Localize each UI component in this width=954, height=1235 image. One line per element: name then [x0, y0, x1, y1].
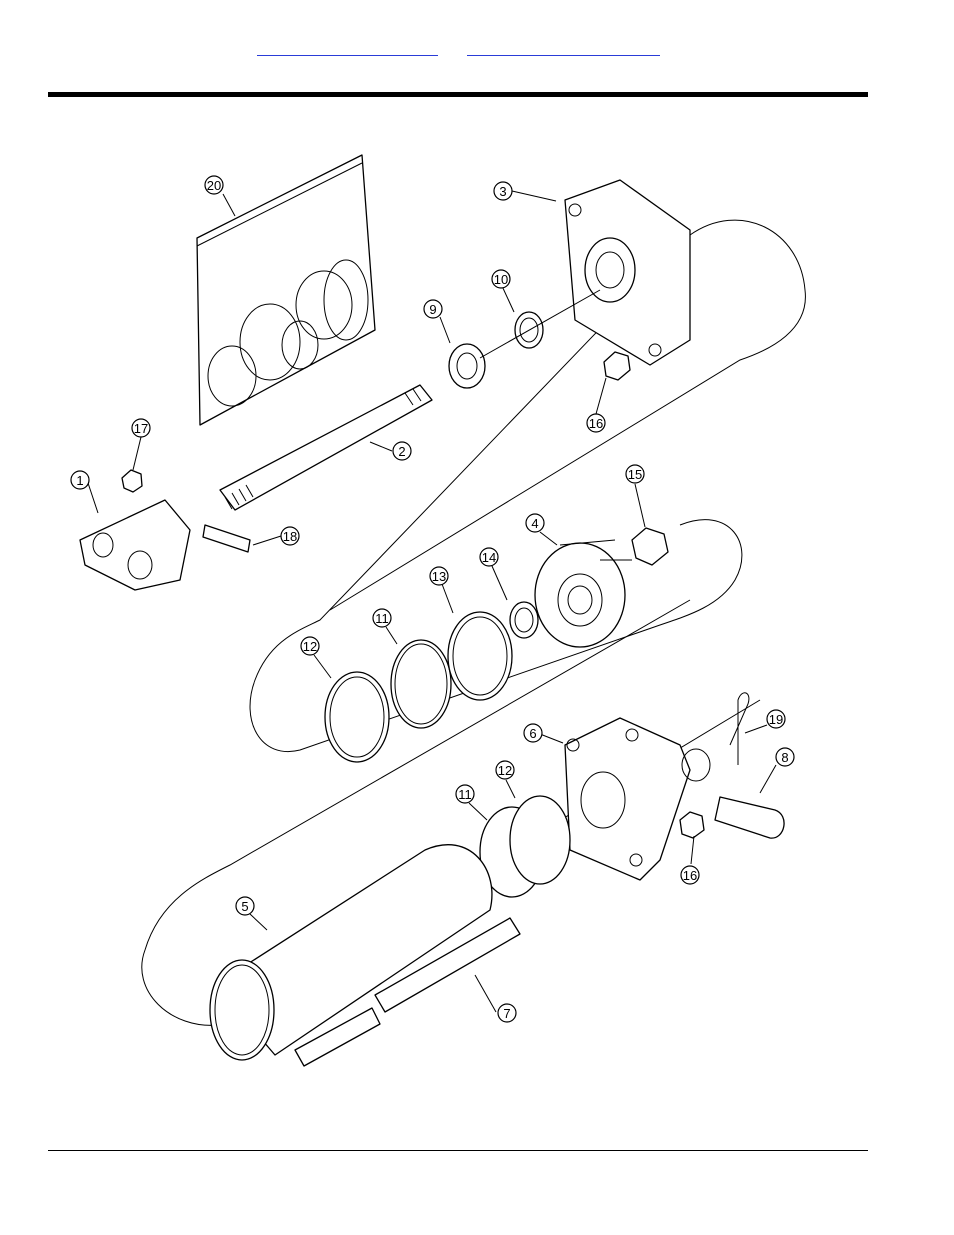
callout-15: 15: [626, 465, 644, 483]
piston-nut: [632, 528, 668, 565]
callout-6: 6: [524, 724, 542, 742]
backup-ring-bottom: [510, 796, 570, 884]
callout-17: 17: [132, 419, 150, 437]
callout-3: 3: [494, 182, 512, 200]
rod-end-cap: [565, 180, 690, 365]
callout-7: 7: [498, 1004, 516, 1022]
svg-text:11: 11: [458, 787, 472, 802]
footer-rule: [48, 1150, 868, 1151]
callout-12-middle: 12: [301, 637, 319, 655]
svg-text:6: 6: [529, 726, 536, 741]
callout-10: 10: [492, 270, 510, 288]
svg-text:5: 5: [241, 899, 248, 914]
piston-o-ring: [510, 602, 538, 638]
wiper-seal: [449, 344, 485, 388]
callout-2: 2: [393, 442, 411, 460]
callout-8: 8: [776, 748, 794, 766]
callout-19: 19: [767, 710, 785, 728]
callout-4: 4: [526, 514, 544, 532]
o-ring-middle: [391, 640, 451, 728]
lock-nut-top: [604, 352, 630, 380]
svg-text:9: 9: [429, 302, 436, 317]
callout-16-top: 16: [587, 414, 605, 432]
svg-text:19: 19: [769, 712, 783, 727]
svg-text:16: 16: [683, 868, 697, 883]
callout-13: 13: [430, 567, 448, 585]
piston: [535, 540, 632, 647]
svg-text:3: 3: [499, 184, 506, 199]
backup-ring-middle: [325, 672, 389, 762]
callout-9: 9: [424, 300, 442, 318]
clevis-pin: [715, 797, 784, 838]
svg-text:8: 8: [781, 750, 788, 765]
svg-text:15: 15: [628, 467, 642, 482]
svg-text:4: 4: [531, 516, 538, 531]
lock-nut-17: [122, 470, 142, 492]
svg-text:10: 10: [494, 272, 508, 287]
callout-20: 20: [205, 176, 223, 194]
callout-5: 5: [236, 897, 254, 915]
rod-clevis: [80, 500, 190, 590]
svg-text:7: 7: [503, 1006, 510, 1021]
cap-screw: [203, 525, 250, 552]
hair-pin: [730, 693, 749, 765]
callout-11-middle: 11: [373, 609, 391, 627]
lock-nut-bottom: [680, 812, 704, 838]
svg-text:18: 18: [283, 529, 297, 544]
svg-text:12: 12: [498, 763, 512, 778]
svg-text:14: 14: [482, 550, 496, 565]
svg-text:2: 2: [398, 444, 405, 459]
callout-1: 1: [71, 471, 89, 489]
svg-text:12: 12: [303, 639, 317, 654]
svg-text:20: 20: [207, 178, 221, 193]
svg-text:16: 16: [589, 416, 603, 431]
callout-14: 14: [480, 548, 498, 566]
svg-text:1: 1: [76, 473, 83, 488]
svg-text:17: 17: [134, 421, 148, 436]
callout-18: 18: [281, 527, 299, 545]
svg-text:13: 13: [432, 569, 446, 584]
piston-seal: [448, 612, 512, 700]
callout-16-bottom: 16: [681, 866, 699, 884]
callout-12-bottom: 12: [496, 761, 514, 779]
callout-11-bottom: 11: [456, 785, 474, 803]
svg-text:11: 11: [375, 611, 389, 626]
butt-end-cap: [565, 718, 710, 880]
